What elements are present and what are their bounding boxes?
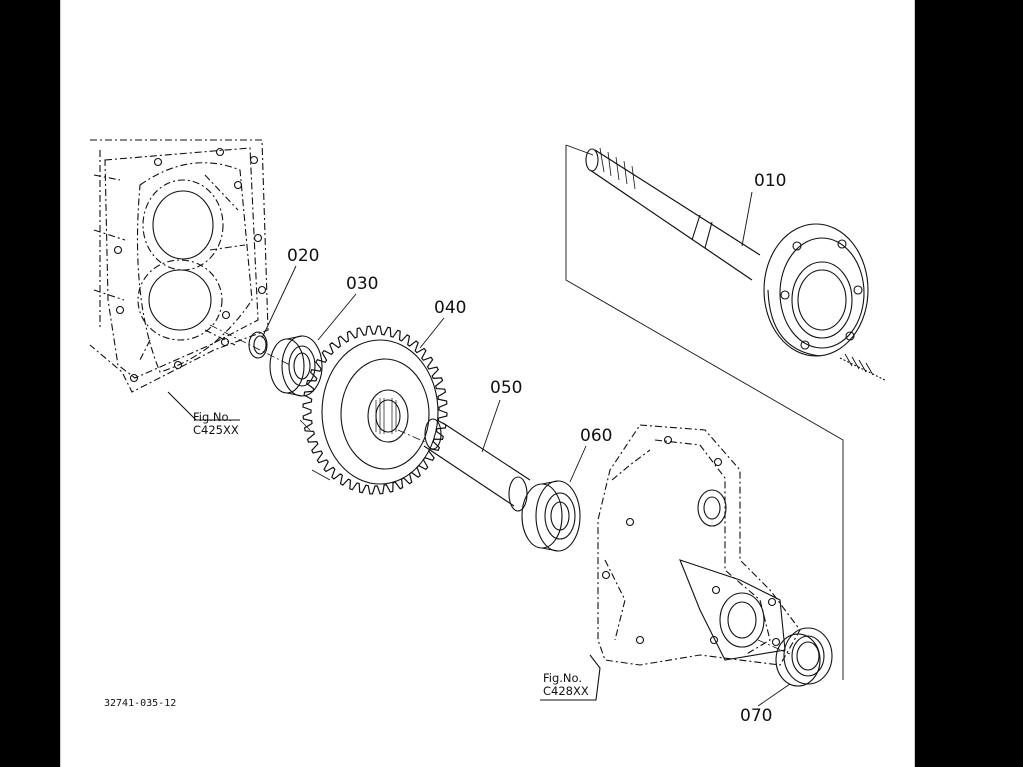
part-070-oil-seal — [758, 628, 832, 686]
part-label-060: 060 — [580, 426, 613, 446]
part-040-gear — [300, 326, 447, 494]
figure-ref-c428xx: Fig.No. C428XX — [543, 672, 589, 698]
drawing-sheet — [60, 0, 915, 767]
part-label-020: 020 — [287, 246, 320, 266]
part-label-040: 040 — [434, 298, 467, 318]
part-030-bearing — [270, 336, 322, 396]
figure-ref-prefix: Fig.No. — [543, 671, 583, 685]
part-label-010: 010 — [754, 171, 787, 191]
part-010-shaft — [566, 145, 885, 680]
part-060-bearing — [522, 481, 580, 551]
drawing-number: 32741-035-12 — [104, 698, 177, 709]
right-pto-housing — [540, 425, 800, 700]
part-050-collar — [398, 419, 530, 511]
figure-ref-prefix: Fig.No. — [193, 410, 233, 424]
part-020-snap-ring — [210, 325, 290, 365]
left-transmission-housing — [90, 140, 268, 420]
part-label-030: 030 — [346, 274, 379, 294]
figure-ref-code: C425XX — [193, 423, 239, 437]
figure-ref-code: C428XX — [543, 684, 589, 698]
leader-lines — [262, 192, 790, 706]
part-label-070: 070 — [740, 706, 773, 726]
figure-ref-c425xx: Fig.No. C425XX — [193, 411, 239, 437]
part-label-050: 050 — [490, 378, 523, 398]
